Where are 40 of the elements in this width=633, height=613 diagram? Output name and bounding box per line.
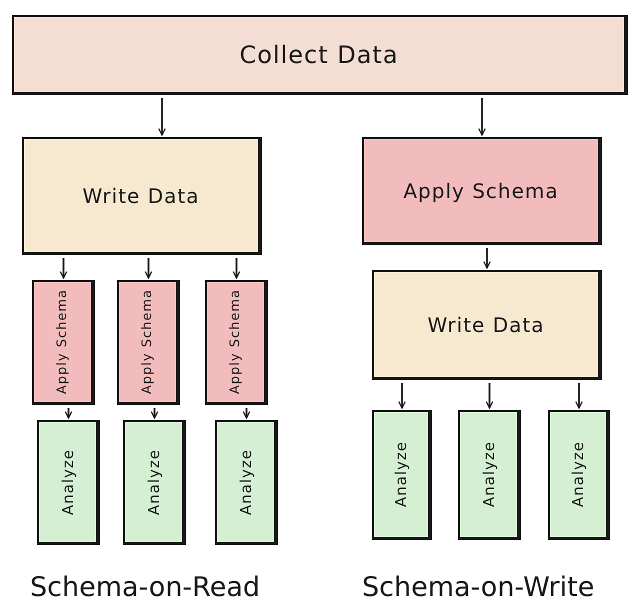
arrow (242, 408, 250, 419)
vertical-step-box (215, 420, 278, 545)
step-label: Write Data (428, 312, 544, 336)
step-box (22, 137, 262, 255)
step-box (372, 270, 602, 380)
step-label: Collect Data (239, 40, 399, 68)
step-box (12, 15, 628, 95)
step-label: Apply Schema (403, 178, 559, 202)
vertical-step-box (372, 410, 432, 540)
arrow (483, 248, 491, 269)
arrow (486, 383, 494, 409)
arrow (575, 383, 583, 409)
step-label: Apply Schema (228, 289, 243, 395)
arrow (64, 408, 72, 419)
vertical-step-box (548, 410, 610, 540)
vertical-step-box (117, 280, 180, 405)
step-box (362, 137, 602, 245)
step-label: Analyze (144, 448, 162, 516)
vertical-step-box (123, 420, 186, 545)
arrow (398, 383, 406, 409)
column-caption: Schema-on-Read (30, 572, 260, 603)
column-caption: Schema-on-Write (362, 572, 594, 603)
step-label: Analyze (58, 448, 76, 516)
step-label: Write Data (82, 184, 200, 208)
vertical-step-box (205, 280, 268, 405)
step-label: Analyze (480, 441, 498, 508)
vertical-step-box (37, 420, 100, 545)
arrow (60, 258, 68, 279)
step-label: Apply Schema (140, 289, 155, 395)
vertical-step-box (32, 280, 95, 405)
arrow (158, 98, 166, 136)
arrow (144, 258, 152, 279)
step-label: Analyze (236, 448, 254, 516)
arrow (150, 408, 158, 419)
vertical-step-box (458, 410, 521, 540)
step-label: Analyze (392, 441, 410, 508)
step-label: Apply Schema (55, 289, 70, 395)
arrow (478, 98, 486, 136)
step-label: Analyze (569, 441, 587, 508)
arrow (232, 258, 240, 279)
